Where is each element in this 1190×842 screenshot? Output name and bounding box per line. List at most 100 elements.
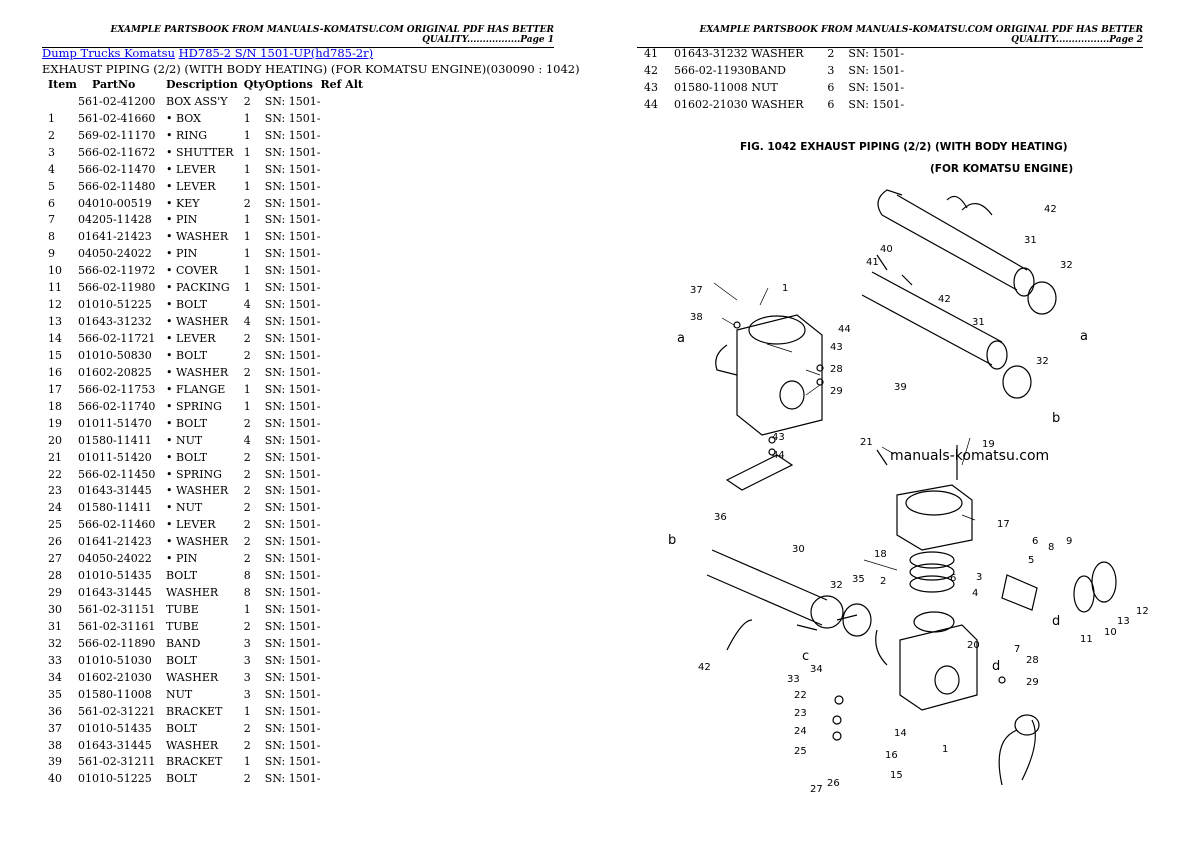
cell-ref-alt xyxy=(320,584,363,601)
cell-description: • NUT xyxy=(166,501,203,515)
cell-options: SN: 1501- xyxy=(264,535,321,549)
cell-qty: 2 xyxy=(243,332,251,346)
cell-item: 23 xyxy=(48,484,62,498)
cell-ref-alt xyxy=(320,195,363,212)
cell-description: • BOLT xyxy=(166,348,208,362)
cell-partno: 01643-31445 xyxy=(78,738,152,752)
cell-item: 34 xyxy=(48,670,62,684)
cell-ref-alt xyxy=(320,228,363,245)
cell-options: SN: 1501- xyxy=(264,721,321,735)
cell-item: 8 xyxy=(48,230,55,244)
svg-text:10: 10 xyxy=(1104,627,1117,638)
svg-text:19: 19 xyxy=(982,439,995,450)
cell-item: 39 xyxy=(48,755,62,769)
cell-item: 19 xyxy=(48,416,62,430)
svg-text:9: 9 xyxy=(1066,536,1072,547)
cell-partno: 566-02-11980 xyxy=(78,281,156,295)
svg-text:35: 35 xyxy=(852,574,865,585)
cell-ref-alt xyxy=(320,516,363,533)
cell-qty: 2 xyxy=(243,552,251,566)
cell-ref-alt xyxy=(320,93,363,110)
cell-item: 28 xyxy=(48,569,62,583)
cell-qty: 8 xyxy=(243,569,251,583)
cell-qty: 1 xyxy=(243,162,251,176)
cell-description: • RING xyxy=(166,128,208,142)
svg-text:44: 44 xyxy=(838,324,851,335)
svg-text:42: 42 xyxy=(938,294,951,305)
cell-item: 20 xyxy=(48,433,62,447)
cell-ref-alt xyxy=(320,245,363,262)
cell-ref-alt xyxy=(320,703,363,720)
cell-options: SN: 1501- xyxy=(848,97,905,111)
cell-qty: 1 xyxy=(243,145,251,159)
cell-qty: 2 xyxy=(243,484,251,498)
watermark: manuals-komatsu.com xyxy=(890,448,1049,464)
cell-ref-alt xyxy=(320,144,363,161)
svg-text:6: 6 xyxy=(1032,536,1038,547)
cell-description: • WASHER xyxy=(166,230,229,244)
cell-description: BOLT xyxy=(166,653,198,667)
cell-partno: 561-02-31221 xyxy=(78,704,156,718)
cell-options: SN: 1501- xyxy=(264,569,321,583)
cell-partno: 569-02-11170 xyxy=(78,128,156,142)
cell-item: 3 xyxy=(48,145,55,159)
cell-ref-alt xyxy=(320,415,363,432)
cell-options: SN: 1501- xyxy=(264,755,321,769)
cell-options: SN: 1501- xyxy=(264,619,321,633)
cell-partno: 01580-11008 xyxy=(78,687,152,701)
svg-text:29: 29 xyxy=(830,386,843,397)
cell-partno: 04010-00519 xyxy=(78,196,152,210)
cell-options: SN: 1501- xyxy=(264,552,321,566)
cell-partno: 01602-21030 xyxy=(78,670,152,684)
exploded-parts-diagram: FIG. 1042 EXHAUST PIPING (2/2) (WITH BOD… xyxy=(632,120,1162,800)
svg-text:27: 27 xyxy=(810,784,823,795)
cell-options: SN: 1501- xyxy=(264,670,321,684)
figure-subtitle: (FOR KOMATSU ENGINE) xyxy=(930,163,1073,175)
cell-description: WASHER xyxy=(751,46,804,60)
cell-partno: 01580-11411 xyxy=(78,501,152,515)
cell-description: WASHER xyxy=(751,97,804,111)
cell-partno: 01580-11008 xyxy=(674,80,748,94)
cell-description: NUT xyxy=(751,80,778,94)
cell-description: • LEVER xyxy=(166,162,216,176)
cell-partno: 01643-31232 xyxy=(78,315,152,329)
cell-item: 35 xyxy=(48,687,62,701)
cell-options: SN: 1501- xyxy=(264,433,321,447)
svg-text:42: 42 xyxy=(698,662,711,673)
cell-description: • WASHER xyxy=(166,535,229,549)
cell-item: 26 xyxy=(48,535,62,549)
cell-qty: 2 xyxy=(243,467,251,481)
cell-qty: 1 xyxy=(243,281,251,295)
svg-text:15: 15 xyxy=(890,770,903,781)
cell-description: • WASHER xyxy=(166,365,229,379)
svg-text:38: 38 xyxy=(690,312,703,323)
cell-ref-alt xyxy=(320,313,363,330)
breadcrumb-link-model[interactable]: HD785-2 S/N 1501-UP(hd785-2r) xyxy=(178,46,374,60)
cell-item: 41 xyxy=(644,46,658,60)
cell-options: SN: 1501- xyxy=(264,94,321,108)
cell-options: SN: 1501- xyxy=(848,80,905,94)
svg-text:d: d xyxy=(1052,614,1060,629)
cell-item: 14 xyxy=(48,332,62,346)
cell-partno: 566-02-11890 xyxy=(78,636,156,650)
cell-ref-alt xyxy=(320,262,363,279)
cell-partno: 01010-51225 xyxy=(78,298,152,312)
cell-options: SN: 1501- xyxy=(264,128,321,142)
page-header: EXAMPLE PARTSBOOK FROM MANUALS-KOMATSU.C… xyxy=(42,25,554,48)
breadcrumb-link-dump-trucks[interactable]: Dump Trucks Komatsu xyxy=(42,46,175,60)
cell-item: 21 xyxy=(48,450,62,464)
cell-description: • PIN xyxy=(166,552,198,566)
svg-text:4: 4 xyxy=(972,588,978,599)
